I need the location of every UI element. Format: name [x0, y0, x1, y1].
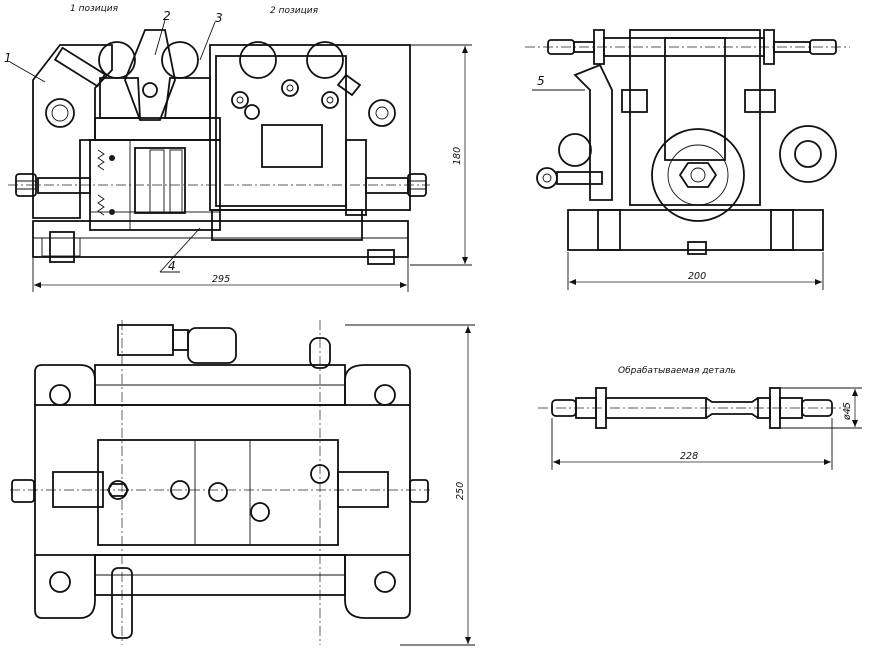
plan-view: 250	[10, 320, 475, 646]
side-base	[567, 209, 824, 251]
plan-hook-tl	[34, 364, 96, 405]
roller-right-1	[161, 41, 199, 79]
left-housing-section	[32, 44, 113, 219]
side-view: 5 200	[525, 29, 850, 290]
callout-5: 5	[537, 74, 545, 88]
position-1-label: 1 позиция	[70, 4, 119, 14]
side-flange-left	[593, 29, 605, 65]
dim-part-length: 228	[680, 451, 698, 462]
left-pin-bore	[45, 98, 75, 128]
hex-nut-left	[15, 173, 37, 197]
workpiece-view: Обрабатываемая деталь 228 ø45	[538, 366, 862, 470]
plan-hook-tr	[344, 364, 411, 405]
cylinder-piston	[134, 147, 186, 214]
plan-hook-br	[344, 555, 411, 619]
plan-screw-2	[170, 480, 190, 500]
screw-head-1	[231, 91, 249, 109]
right-clamp-tip	[336, 73, 362, 97]
callout-3: 3	[215, 11, 223, 25]
dim-front-height: 180	[452, 147, 463, 165]
side-hex-nut	[678, 162, 718, 188]
plan-air-fitting	[117, 324, 174, 356]
plan-top-pin	[309, 337, 331, 369]
plan-hex-nut-right	[409, 479, 429, 503]
part-end-right	[801, 399, 833, 417]
right-body-block	[215, 55, 347, 207]
callout-2: 2	[163, 9, 171, 23]
dim-plan-height: 250	[455, 482, 466, 500]
plan-screw-3	[208, 482, 228, 502]
base-foot-left	[49, 231, 75, 263]
dim-side-width: 200	[688, 271, 706, 282]
piston-springs	[97, 149, 115, 216]
right-prism-support	[163, 77, 211, 119]
position-2-label: 2 позиция	[270, 6, 319, 16]
side-cylinder-circle	[651, 128, 745, 222]
side-clamp-arm	[664, 37, 726, 161]
plan-elbow-fitting	[187, 327, 237, 364]
right-body-window	[261, 124, 323, 168]
plan-main-body	[34, 404, 411, 556]
side-shaft-end-right	[809, 39, 837, 55]
dim-part-diameter: ø45	[842, 402, 853, 421]
dim-front-width: 295	[212, 274, 230, 285]
plan-screw-5	[310, 464, 330, 484]
side-lug-left	[558, 133, 592, 167]
side-flange-right	[763, 29, 775, 65]
workpiece-label: Обрабатываемая деталь	[618, 366, 736, 376]
base-hatched-section	[41, 237, 81, 257]
piston-rod-left	[37, 177, 91, 194]
plan-hex-nut-left	[11, 479, 35, 503]
screw-head-2	[244, 104, 260, 120]
callout-4: 4	[168, 259, 176, 273]
prism-clamp-lever	[124, 29, 176, 121]
roller-right-2	[306, 41, 344, 79]
roller-left-1	[98, 41, 136, 79]
right-pin-bore	[368, 99, 396, 127]
right-bracket	[345, 139, 367, 216]
plan-block-right	[337, 471, 389, 508]
plan-block-left	[52, 471, 104, 508]
base-foot-right	[367, 249, 395, 265]
side-lifting-eye	[779, 125, 837, 183]
part-shank-left	[605, 397, 707, 419]
callout-1: 1	[4, 51, 12, 65]
right-lower-block	[211, 209, 363, 241]
screw-head-4	[321, 91, 339, 109]
roller-left-2	[239, 41, 277, 79]
front-section-view: 1 позиция 2 позиция	[4, 4, 472, 292]
side-knob	[536, 167, 558, 189]
plan-screw-4	[250, 502, 270, 522]
plan-bottom-rod	[111, 567, 133, 639]
left-prism-support	[99, 77, 141, 119]
inclined-clamp-jaw	[53, 46, 107, 88]
upper-guide-bar	[94, 117, 221, 141]
screw-head-3	[281, 79, 299, 97]
plan-hook-bl	[34, 555, 96, 619]
plan-inner-frame	[97, 439, 339, 546]
side-lever-5	[573, 63, 613, 201]
side-small-block	[621, 89, 648, 113]
